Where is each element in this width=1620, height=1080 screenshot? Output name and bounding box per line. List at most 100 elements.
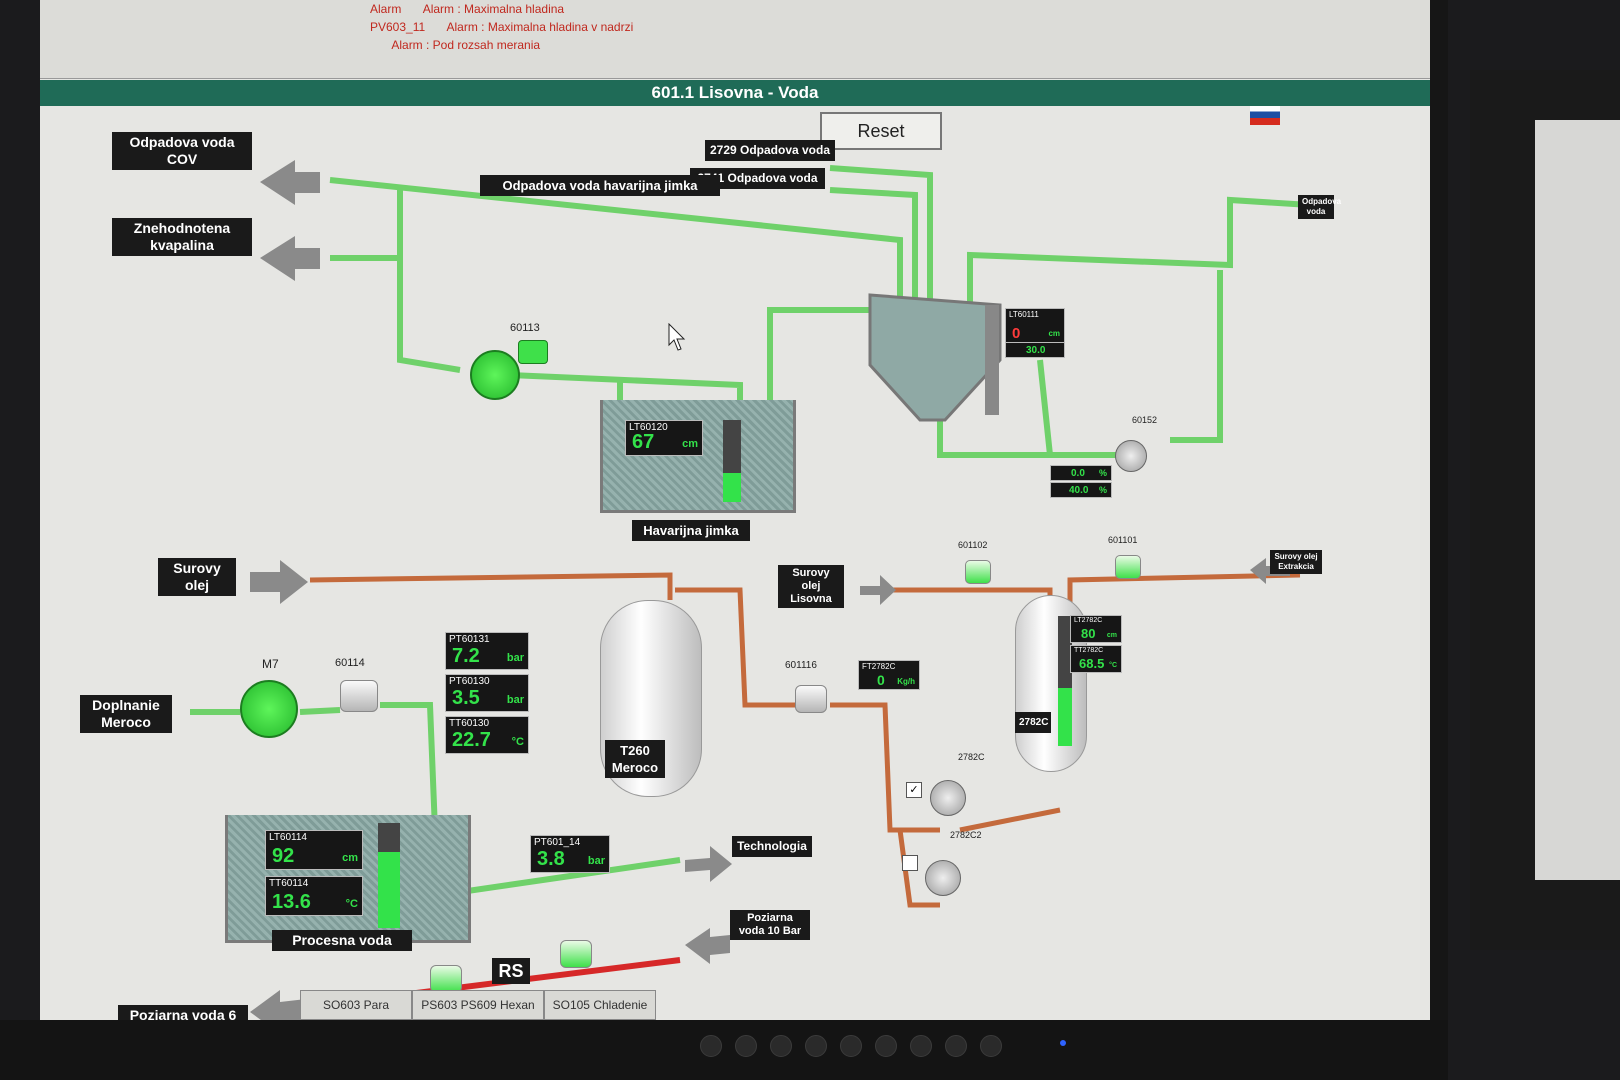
- process-diagram: [190, 160, 1311, 1020]
- pump-icon[interactable]: [930, 780, 966, 816]
- setpoint-lt60111[interactable]: 30.0: [1005, 342, 1065, 358]
- monitor-button[interactable]: [840, 1035, 862, 1057]
- label-surovy-lisovna: Surovy olej Lisovna: [778, 565, 844, 608]
- label-surovy-olej: Surovy olej: [158, 558, 236, 596]
- monitor-button[interactable]: [875, 1035, 897, 1057]
- pipe-water: [397, 185, 461, 373]
- valve-tag: 601101: [1108, 535, 1138, 545]
- valve-icon[interactable]: [965, 560, 991, 584]
- display-pt60131[interactable]: PT60131 7.2 bar: [445, 632, 529, 670]
- display-pct-b[interactable]: 40.0 %: [1050, 482, 1112, 498]
- arrow-right-icon: [250, 560, 308, 604]
- scada-screen: Alarm Alarm : Maximalna hladina PV603_11…: [40, 0, 1448, 1020]
- pump-icon[interactable]: [1115, 440, 1147, 472]
- flag-icon: [1250, 105, 1280, 125]
- valve-icon[interactable]: [430, 965, 462, 993]
- display-lt60120[interactable]: LT60120 67 cm: [625, 420, 703, 456]
- tab-so105[interactable]: SO105 Chladenie: [544, 990, 656, 1020]
- display-lt60114[interactable]: LT60114 92 cm: [265, 830, 363, 870]
- side-monitor-screen: [1535, 120, 1620, 880]
- label-procesna: Procesna voda: [272, 930, 412, 951]
- reset-button[interactable]: Reset: [820, 112, 942, 150]
- pump-icon[interactable]: [240, 680, 298, 738]
- pipe-water: [829, 165, 933, 330]
- monitor-button[interactable]: [805, 1035, 827, 1057]
- label-doplnanie: Doplnanie Meroco: [80, 695, 172, 733]
- arrow-right-icon: [860, 575, 896, 605]
- level-fill: [1058, 687, 1072, 746]
- label-technologia: Technologia: [732, 836, 812, 857]
- vessel-2782c-label: 2782C: [1015, 712, 1051, 733]
- monitor-button[interactable]: [980, 1035, 1002, 1057]
- motor-icon[interactable]: [518, 340, 548, 364]
- label-2729: 2729 Odpadova voda: [705, 140, 835, 161]
- display-tt60114[interactable]: TT60114 13.6 °C: [265, 876, 363, 916]
- display-lt60111[interactable]: LT60111 0 cm: [1005, 308, 1065, 344]
- monitor-bezel: [0, 1020, 1448, 1080]
- label-odpadova-right: Odpadova voda: [1298, 195, 1341, 219]
- label-odpadova-cov: Odpadova voda COV: [112, 132, 252, 170]
- pipe-water: [1037, 359, 1053, 456]
- label-havarijna-line: Odpadova voda havarijna jimka: [480, 175, 720, 196]
- cursor-icon: [668, 323, 686, 351]
- monitor-button[interactable]: [735, 1035, 757, 1057]
- display-tt60130[interactable]: TT60130 22.7 °C: [445, 716, 529, 754]
- monitor-button[interactable]: [945, 1035, 967, 1057]
- valve-icon[interactable]: [560, 940, 592, 968]
- pump-icon[interactable]: [925, 860, 961, 896]
- pump-icon[interactable]: [470, 350, 520, 400]
- power-led-icon: [1060, 1040, 1066, 1046]
- monitor-button[interactable]: [700, 1035, 722, 1057]
- display-pct-a[interactable]: 0.0 %: [1050, 465, 1112, 481]
- pipe-water: [937, 420, 1120, 458]
- pump-tag: 2782C: [958, 752, 985, 762]
- alarm-list[interactable]: Alarm Alarm : Maximalna hladina PV603_11…: [40, 0, 1430, 125]
- pipe-water: [1170, 270, 1223, 443]
- pipe-water: [829, 187, 918, 330]
- display-pt60130[interactable]: PT60130 3.5 bar: [445, 674, 529, 712]
- pipe-water: [299, 707, 341, 715]
- display-ft2782c[interactable]: FT2782C 0 Kg/h: [858, 660, 920, 690]
- display-lt2782c[interactable]: LT2782C 80 cm: [1070, 615, 1122, 643]
- pipe-water: [439, 857, 681, 898]
- label-surovy-right: Surovy olej Extrakcia: [1270, 550, 1322, 574]
- tab-ps603[interactable]: PS603 PS609 Hexan: [412, 990, 544, 1020]
- pump-tag: 60113: [510, 322, 540, 334]
- label-havarijna-tank: Havarijna jimka: [632, 520, 750, 541]
- display-tt2782c[interactable]: TT2782C 68.5 °C: [1070, 645, 1122, 673]
- clarifier-tank: [868, 293, 1002, 422]
- monitor-button[interactable]: [770, 1035, 792, 1057]
- pipe-oil: [309, 572, 673, 600]
- alarm-row[interactable]: PV603_11 Alarm : Maximalna hladina v nad…: [370, 20, 634, 34]
- valve-tag: 601102: [958, 540, 988, 550]
- clarifier-wall: [985, 305, 999, 415]
- label-rs[interactable]: RS: [492, 958, 530, 984]
- monitor-button[interactable]: [910, 1035, 932, 1057]
- pump-checkbox[interactable]: [902, 855, 918, 871]
- alarm-row[interactable]: Alarm Alarm : Maximalna hladina: [370, 2, 565, 16]
- pump-checkbox[interactable]: ✓: [906, 782, 922, 798]
- label-poziarna-10: Poziarna voda 10 Bar: [730, 910, 810, 940]
- page-title: 601.1 Lisovna - Voda: [40, 80, 1430, 106]
- havarijna-tank: [600, 400, 796, 513]
- valve-icon[interactable]: [1115, 555, 1141, 579]
- label-znehodnotena: Znehodnotena kvapalina: [112, 218, 252, 256]
- pump-tag: M7: [262, 657, 279, 671]
- pipe-water: [380, 702, 438, 831]
- valve-icon[interactable]: [340, 680, 378, 712]
- arrow-left-icon: [685, 928, 730, 964]
- label-poziarna-6: Poziarna voda 6 Bar: [118, 1005, 248, 1020]
- t260-label: T260 Meroco: [605, 740, 665, 778]
- pump-tag: 2782C2: [950, 830, 982, 840]
- level-bar: [1058, 616, 1072, 746]
- display-pt601-14[interactable]: PT601_14 3.8 bar: [530, 835, 610, 873]
- pipe-water: [967, 196, 1311, 310]
- pipe-water: [329, 177, 903, 300]
- alarm-row[interactable]: Alarm : Pod rozsah merania: [391, 38, 541, 52]
- level-fill: [723, 473, 741, 502]
- pump-tag: 60152: [1132, 415, 1158, 425]
- tab-so603[interactable]: SO603 Para: [300, 990, 412, 1020]
- valve-icon[interactable]: [795, 685, 827, 713]
- valve-tag: 601116: [785, 660, 817, 671]
- level-bar: [723, 420, 741, 502]
